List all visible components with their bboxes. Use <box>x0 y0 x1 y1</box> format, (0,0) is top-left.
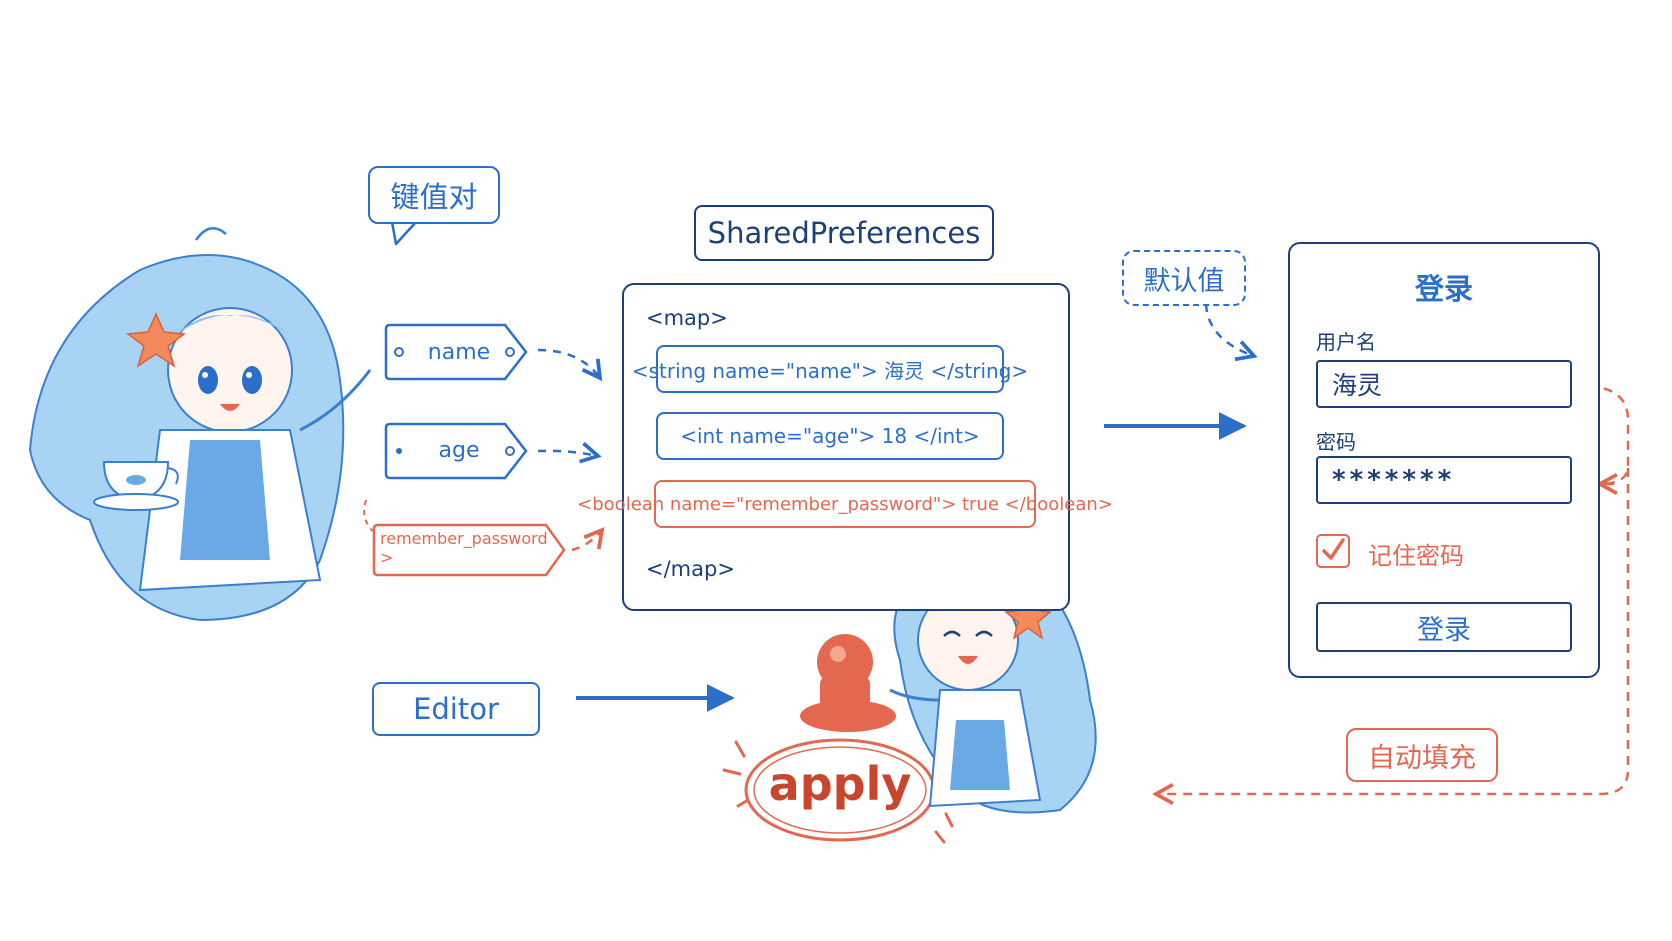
login-title: 登录 <box>1414 272 1473 306</box>
map-open-tag: <map> <box>646 306 728 330</box>
starfish-icon <box>126 312 186 368</box>
username-label: 用户名 <box>1316 330 1376 354</box>
rubber-stamp-icon <box>722 634 954 844</box>
tag-remember-password-label: remember_password > <box>380 529 548 567</box>
apply-stamp-label: apply <box>768 757 912 811</box>
mascot-left <box>28 227 372 622</box>
tag-icon <box>384 323 528 381</box>
map-row-int: <int name="age"> 18 </int> <box>656 412 1004 460</box>
password-input[interactable]: ******* <box>1316 456 1572 504</box>
teacup-icon <box>93 461 179 511</box>
tag-icon <box>384 422 528 480</box>
login-form-panel: 登录 用户名 海灵 密码 ******* 记住密码 登录 <box>1288 242 1600 678</box>
default-value-bubble: 默认值 <box>1122 250 1246 306</box>
remember-password-checkbox[interactable] <box>1316 534 1350 568</box>
starfish-icon <box>1004 594 1052 640</box>
tag-age-label: age <box>438 437 480 463</box>
map-close-tag: </map> <box>646 557 735 581</box>
tag-name-label: name <box>427 339 491 365</box>
remember-password-label: 记住密码 <box>1368 542 1464 570</box>
tag-icon <box>372 523 566 577</box>
arrow-name-to-map <box>537 348 600 378</box>
editor-label-box: Editor <box>372 682 540 736</box>
speech-bubble-tail <box>390 221 417 246</box>
arrow-age-to-map <box>537 451 598 456</box>
checkmark-icon <box>1322 538 1345 560</box>
password-label: 密码 <box>1316 430 1356 454</box>
username-input[interactable]: 海灵 <box>1316 360 1572 408</box>
shared-preferences-title: SharedPreferences <box>694 205 994 261</box>
autofill-label-box: 自动填充 <box>1346 728 1498 782</box>
map-row-string: <string name="name"> 海灵 </string> <box>632 345 1028 393</box>
arrow-default-value <box>1204 303 1254 356</box>
login-button[interactable]: 登录 <box>1316 602 1572 652</box>
mascot-bottom <box>889 556 1097 814</box>
map-row-boolean: <boolean name="remember_password"> true … <box>577 480 1113 528</box>
key-value-speech-bubble: 键值对 <box>368 166 500 224</box>
arrow-remember-to-map <box>571 530 602 552</box>
